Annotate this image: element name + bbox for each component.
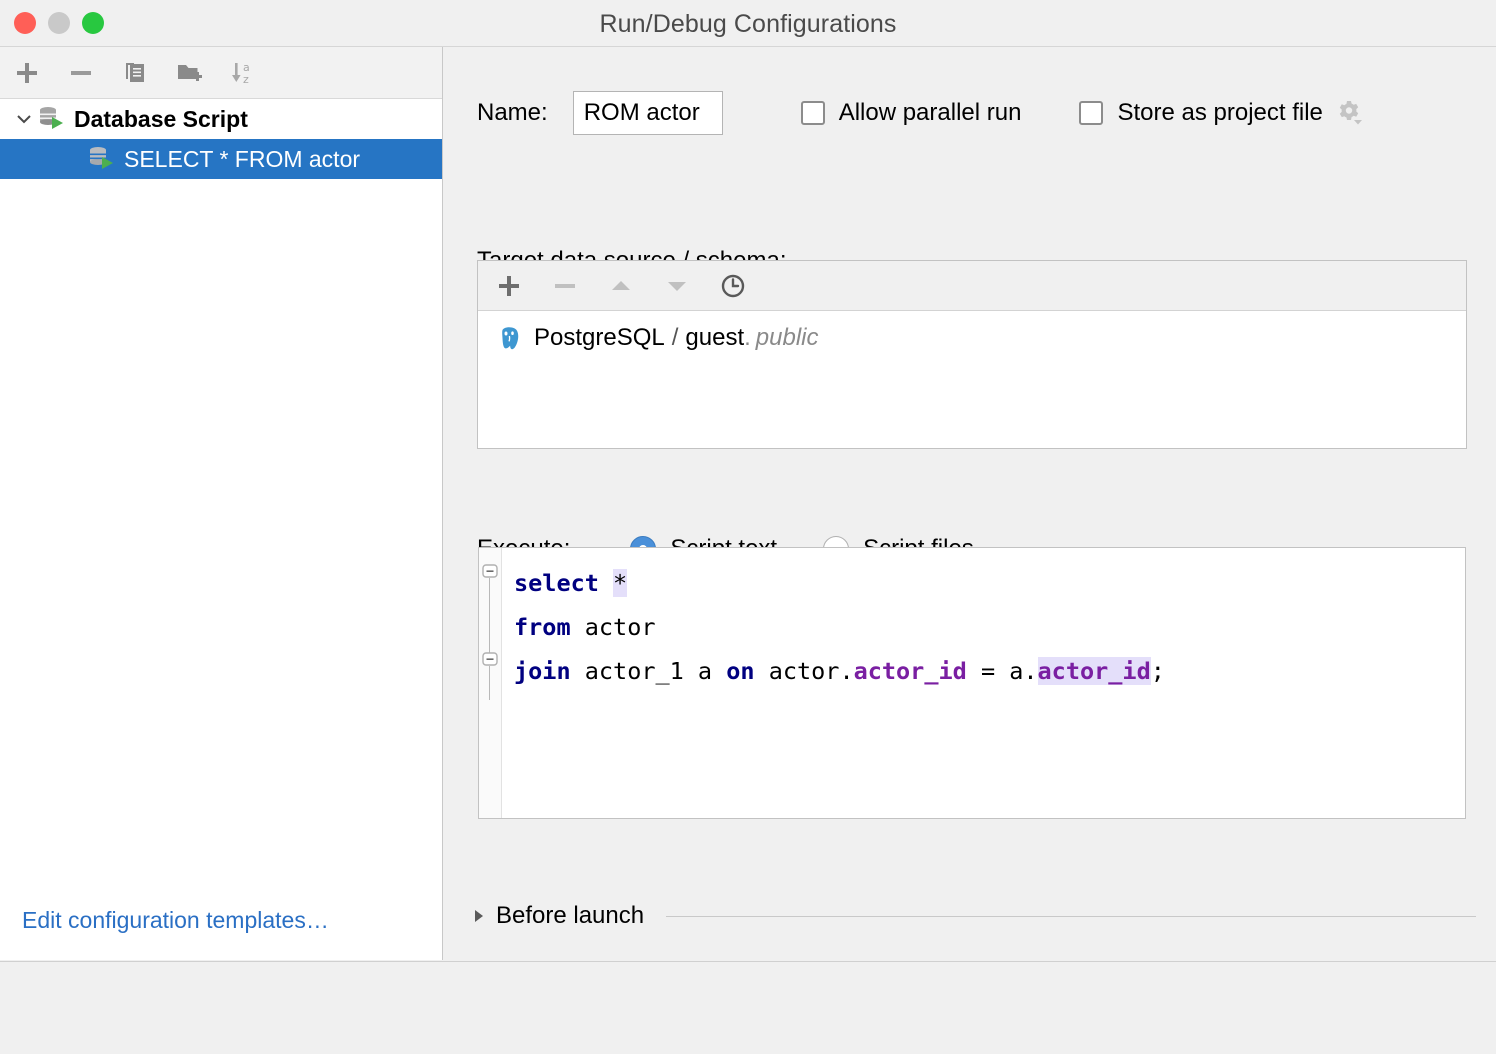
title-bar: Run/Debug Configurations [0, 0, 1496, 47]
script-text-editor[interactable]: select * from actor join actor_1 a on ac… [478, 547, 1466, 819]
edit-configuration-templates-link[interactable]: Edit configuration templates… [22, 907, 329, 933]
sql-keyword: on [726, 657, 755, 685]
collapse-marker-icon[interactable] [482, 564, 498, 578]
sql-table-alias: actor_1 a [584, 657, 713, 685]
sql-operator: = a. [980, 657, 1038, 685]
data-source-name: PostgreSQL [534, 324, 665, 351]
move-up-button [606, 271, 636, 301]
configuration-details-panel: Name: ROM actor Allow parallel run Store… [444, 47, 1496, 960]
configurations-toolbar: a z [0, 47, 442, 99]
sql-column: actor_id [853, 657, 967, 685]
move-down-button [662, 271, 692, 301]
sql-keyword: select [514, 569, 599, 597]
remove-configuration-button[interactable] [64, 56, 98, 90]
data-source-separator: / [671, 324, 679, 351]
schema-dot: . [744, 324, 751, 351]
fold-region-line [489, 666, 490, 700]
sql-keyword: join [514, 657, 571, 685]
tree-item-select-from-actor[interactable]: SELECT * FROM actor [0, 139, 442, 179]
editor-gutter[interactable] [479, 548, 502, 818]
minimize-window-button[interactable] [48, 12, 70, 34]
svg-text:a: a [243, 61, 250, 74]
maximize-window-button[interactable] [82, 12, 104, 34]
add-configuration-button[interactable] [10, 56, 44, 90]
recent-data-sources-button[interactable] [718, 271, 748, 301]
add-data-source-button[interactable] [494, 271, 524, 301]
data-source-item[interactable]: PostgreSQL / guest . public [496, 321, 1466, 355]
sql-code[interactable]: select * from actor join actor_1 a on ac… [502, 548, 1465, 818]
data-source-list: PostgreSQL / guest . public [478, 311, 1466, 355]
target-data-source-box: PostgreSQL / guest . public [477, 260, 1467, 449]
svg-text:z: z [243, 73, 249, 86]
copy-configuration-button[interactable] [118, 56, 152, 90]
sql-qualifier: actor. [768, 657, 854, 685]
tree-group-database-script[interactable]: Database Script [0, 99, 442, 139]
allow-parallel-run-checkbox[interactable]: Allow parallel run [800, 99, 1022, 127]
sql-keyword: from [514, 613, 571, 641]
sql-semicolon: ; [1150, 657, 1165, 685]
page-title: Run/Debug Configurations [599, 10, 897, 38]
chevron-down-icon[interactable] [10, 109, 38, 129]
checkbox-icon[interactable] [800, 101, 825, 125]
dialog-button-bar: ? Cancel Apply OK [0, 961, 1496, 1054]
name-input[interactable]: ROM actor [572, 91, 723, 135]
window-controls [14, 12, 104, 34]
save-configuration-button[interactable] [172, 56, 206, 90]
checkbox-icon[interactable] [1079, 101, 1104, 125]
tree-group-label: Database Script [74, 105, 248, 132]
sql-table: actor [584, 613, 656, 641]
section-divider [666, 915, 1476, 917]
tree-item-label: SELECT * FROM actor [124, 145, 361, 172]
database-script-icon [38, 105, 68, 133]
triangle-right-icon[interactable] [466, 907, 492, 925]
name-label: Name: [477, 99, 548, 126]
store-as-project-file-label: Store as project file [1117, 99, 1323, 126]
gear-dropdown-icon[interactable] [1335, 98, 1365, 128]
schema-name: public [755, 324, 819, 351]
configurations-tree: Database Script SELECT * FROM actor [0, 99, 442, 179]
database-script-icon [88, 145, 118, 173]
sql-star-highlight: * [613, 569, 628, 597]
store-as-project-file-checkbox[interactable]: Store as project file [1079, 99, 1323, 127]
sql-column-highlighted: actor_id [1037, 657, 1151, 685]
collapse-marker-icon[interactable] [482, 652, 498, 666]
allow-parallel-run-label: Allow parallel run [838, 99, 1022, 126]
before-launch-label: Before launch [496, 902, 645, 929]
database-name: guest [685, 324, 745, 351]
configurations-panel: a z [0, 47, 443, 960]
sort-configurations-button[interactable]: a z [226, 56, 260, 90]
postgresql-icon [496, 324, 524, 352]
data-source-toolbar [478, 261, 1466, 311]
name-row: Name: ROM actor Allow parallel run Store… [477, 88, 1477, 138]
close-window-button[interactable] [14, 12, 36, 34]
before-launch-section[interactable]: Before launch [466, 902, 1476, 930]
remove-data-source-button [550, 271, 580, 301]
fold-region-line [489, 578, 490, 662]
